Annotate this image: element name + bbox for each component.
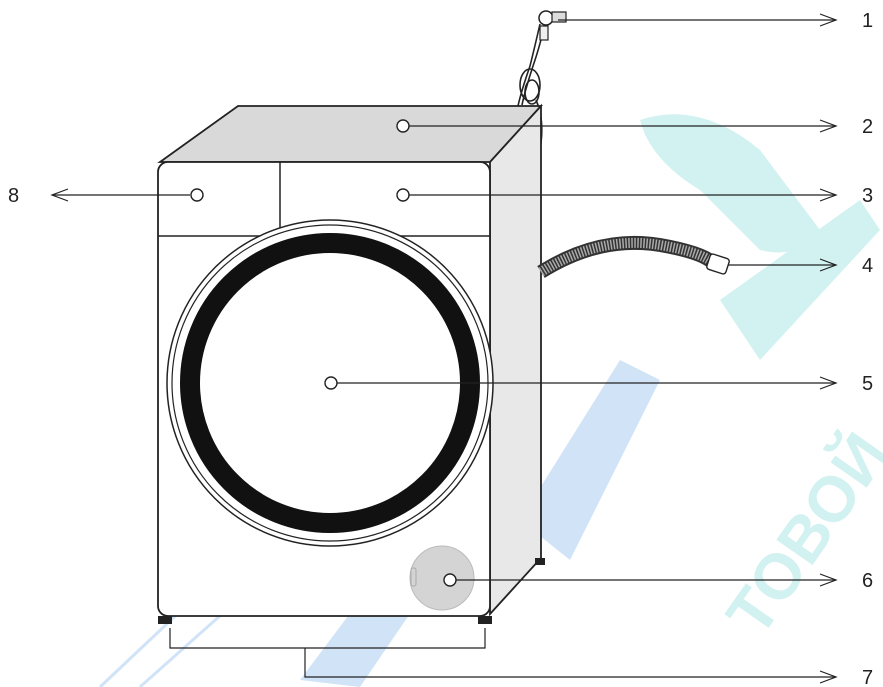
foot-front-left	[158, 616, 172, 624]
callout-numbers: 1 2 3 4 5 6 7 8	[8, 10, 873, 687]
filter-cover-latch	[410, 567, 417, 587]
inlet-valve	[538, 10, 567, 41]
filter-cover	[409, 545, 475, 611]
callout-8: 8	[8, 185, 19, 207]
marker-5	[324, 376, 338, 390]
callout-leaders	[50, 13, 838, 684]
foot-front-right	[478, 616, 492, 624]
drain-hose	[537, 235, 730, 278]
callout-3: 3	[862, 185, 873, 207]
marker-8	[190, 188, 204, 202]
foot-back-right	[535, 558, 545, 565]
callout-4: 4	[862, 255, 873, 277]
callout-markers	[190, 119, 457, 587]
callout-6: 6	[862, 570, 873, 592]
callout-5: 5	[862, 373, 873, 395]
callout-2: 2	[862, 116, 873, 138]
marker-3	[396, 188, 410, 202]
callout-7: 7	[862, 667, 873, 687]
watermark-text: ТОВОЙ	[712, 420, 883, 648]
marker-6	[443, 573, 457, 587]
marker-2	[396, 119, 410, 133]
side-panel	[489, 103, 542, 617]
top-panel	[157, 105, 544, 163]
callout-1: 1	[862, 10, 873, 32]
